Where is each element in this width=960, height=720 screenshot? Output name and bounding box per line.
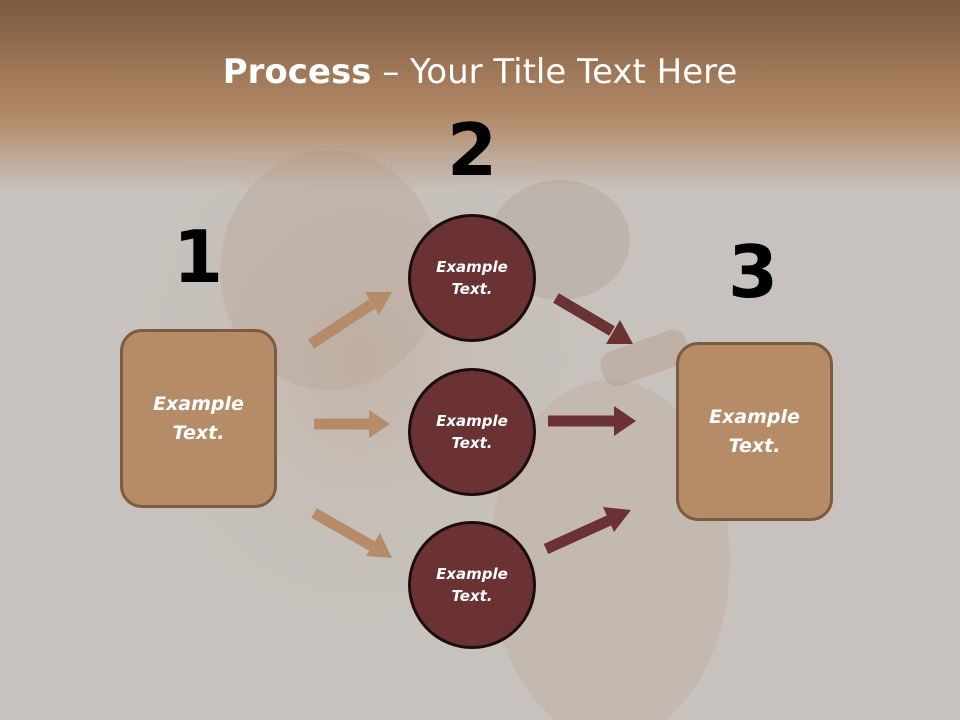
arrow-bottom-to-right <box>543 507 631 555</box>
circle-bottom-label: Example Text. <box>436 564 508 606</box>
title-bold: Process <box>222 52 372 92</box>
arrow-left-to-bottom <box>311 508 392 558</box>
right-box-label: Example Text. <box>709 406 800 457</box>
step-number-3: 3 <box>727 230 779 314</box>
arrow-top-to-right <box>553 293 633 344</box>
circle-top: Example Text. <box>408 214 536 342</box>
right-process-box: Example Text. <box>676 342 833 521</box>
left-process-box: Example Text. <box>120 329 277 508</box>
arrow-middle-to-right <box>548 406 636 436</box>
circle-middle: Example Text. <box>408 368 536 496</box>
arrow-left-to-top <box>307 292 392 349</box>
slide-title: Process – Your Title Text Here <box>0 52 960 92</box>
title-rest: – Your Title Text Here <box>371 52 738 92</box>
step-number-2: 2 <box>446 108 498 192</box>
circle-top-label: Example Text. <box>436 257 508 299</box>
circle-middle-label: Example Text. <box>436 411 508 453</box>
left-box-label: Example Text. <box>153 393 244 444</box>
circle-bottom: Example Text. <box>408 521 536 649</box>
arrow-left-to-middle <box>314 410 390 438</box>
title-band <box>0 0 960 190</box>
step-number-1: 1 <box>172 215 224 299</box>
